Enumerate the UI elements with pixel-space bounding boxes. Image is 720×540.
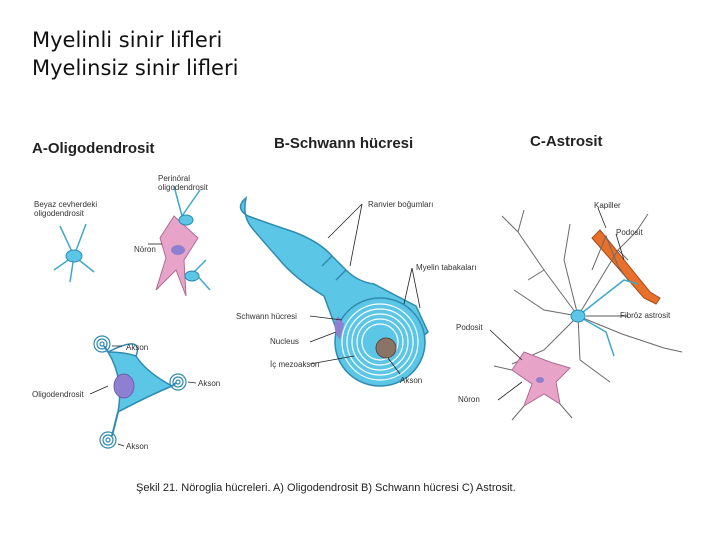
label-myelin-layers: Myelin tabakaları	[416, 263, 476, 272]
label-a-neuron: Nöron	[134, 245, 156, 254]
label-a-axon-1: Akson	[126, 343, 148, 352]
panel-b-drawing	[240, 198, 428, 386]
label-white-matter-oligodendrocyte: Beyaz cevherdeki oligodendrosit	[34, 200, 134, 218]
label-inner-mesaxon: İç mezoakson	[270, 360, 319, 369]
title-line-unmyelinated: Myelinsiz sinir lifleri	[32, 54, 238, 82]
figure-caption: Şekil 21. Nöroglia hücreleri. A) Oligode…	[136, 482, 516, 494]
label-capillary: Kapiller	[594, 201, 621, 210]
panel-a-drawing	[54, 186, 210, 448]
label-schwann-cell: Schwann hücresi	[236, 312, 297, 321]
neuroglia-illustration	[24, 120, 700, 515]
panel-b-heading: B-Schwann hücresi	[274, 135, 413, 152]
label-fibrous-astrocyte: Fibröz astrosit	[620, 311, 670, 320]
title-line-myelinated: Myelinli sinir lifleri	[32, 26, 238, 54]
label-nucleus: Nucleus	[270, 337, 299, 346]
panel-a-heading: A-Oligodendrosit	[32, 140, 155, 157]
label-perinoral-oligodendrocyte: Perinöral oligodendrosit	[158, 174, 226, 192]
neuroglia-figure: A-Oligodendrosit B-Schwann hücresi C-Ast…	[24, 120, 700, 515]
label-c-neuron: Nöron	[458, 395, 480, 404]
label-a-axon-3: Akson	[126, 442, 148, 451]
label-podocyte-1: Podosit	[616, 228, 643, 237]
label-oligodendrocyte: Oligodendrosit	[32, 390, 84, 399]
panel-c-heading: C-Astrosit	[530, 133, 603, 150]
label-ranvier-nodes: Ranvier boğumları	[368, 200, 433, 209]
slide-title: Myelinli sinir lifleri Myelinsiz sinir l…	[32, 26, 238, 82]
label-b-axon: Akson	[400, 376, 422, 385]
label-a-axon-2: Akson	[198, 379, 220, 388]
label-podocyte-2: Podosit	[456, 323, 483, 332]
